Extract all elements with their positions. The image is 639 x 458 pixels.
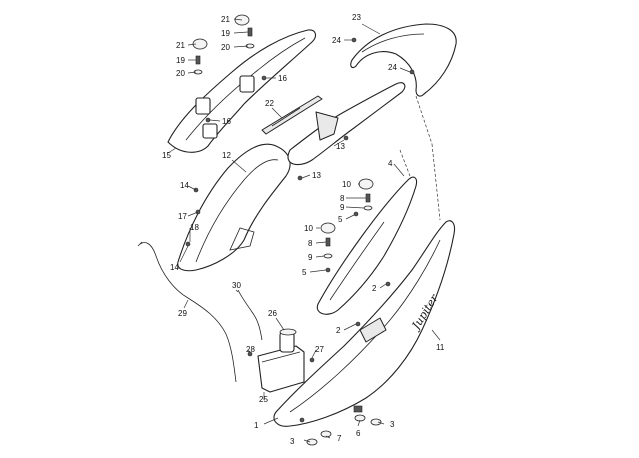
callout-20: 20 [221,43,230,52]
callout-labels: 21 19 20 21 19 20 16 16 15 22 23 24 24 1… [162,13,445,446]
callout-13b: 13 [312,171,321,180]
cap-hardware [192,14,374,234]
callout-3b: 3 [290,437,295,446]
callout-26: 26 [268,309,277,318]
callout-25: 25 [259,395,268,404]
callout-2b: 2 [336,326,341,335]
part-15-rear-upper-cover [167,29,317,154]
callout-4: 4 [388,159,393,168]
callout-21b: 21 [176,41,185,50]
part-23-seat-cowl [350,23,457,97]
callout-13: 13 [336,142,345,151]
callout-18: 18 [190,223,199,232]
callout-24: 24 [332,36,341,45]
callout-1: 1 [254,421,259,430]
callout-2: 2 [372,284,377,293]
callout-10b: 10 [304,224,313,233]
part-25-reservoir-bracket [257,328,305,400]
part-30-hose [237,289,263,341]
callout-16: 16 [278,74,287,83]
callout-15: 15 [162,151,171,160]
tail-bridge-panel [287,82,406,166]
washer-hardware [193,43,373,259]
callout-3: 3 [390,420,395,429]
callout-14b: 14 [170,263,179,272]
callout-8b: 8 [308,239,313,248]
callout-9: 9 [340,203,345,212]
part-22-trim-strip [261,95,323,135]
callout-20b: 20 [176,69,185,78]
callout-17: 17 [178,212,187,221]
callout-23: 23 [352,13,361,22]
callout-30: 30 [232,281,241,290]
callout-8: 8 [340,194,345,203]
callout-10: 10 [342,180,351,189]
callout-5b: 5 [302,268,307,277]
callout-22: 22 [265,99,274,108]
callout-11: 11 [436,343,445,352]
part-4-inner-side-panel [316,149,418,315]
callout-5: 5 [338,215,343,224]
callout-12: 12 [222,151,231,160]
callout-16b: 16 [222,117,231,126]
callout-9b: 9 [308,253,313,262]
screw-hardware [185,37,415,423]
callout-19: 19 [221,29,230,38]
callout-21: 21 [221,15,230,24]
callout-27: 27 [315,345,324,354]
callout-14: 14 [180,181,189,190]
callout-24b: 24 [388,63,397,72]
callout-6: 6 [356,429,361,438]
part-12-side-panel [177,143,291,272]
leader-lines [179,18,441,443]
bottom-fastener-hardware [306,405,382,446]
callout-29: 29 [178,309,187,318]
part-29-hose [137,241,237,383]
callout-7: 7 [337,434,342,443]
callout-28: 28 [246,345,255,354]
callout-19b: 19 [176,56,185,65]
